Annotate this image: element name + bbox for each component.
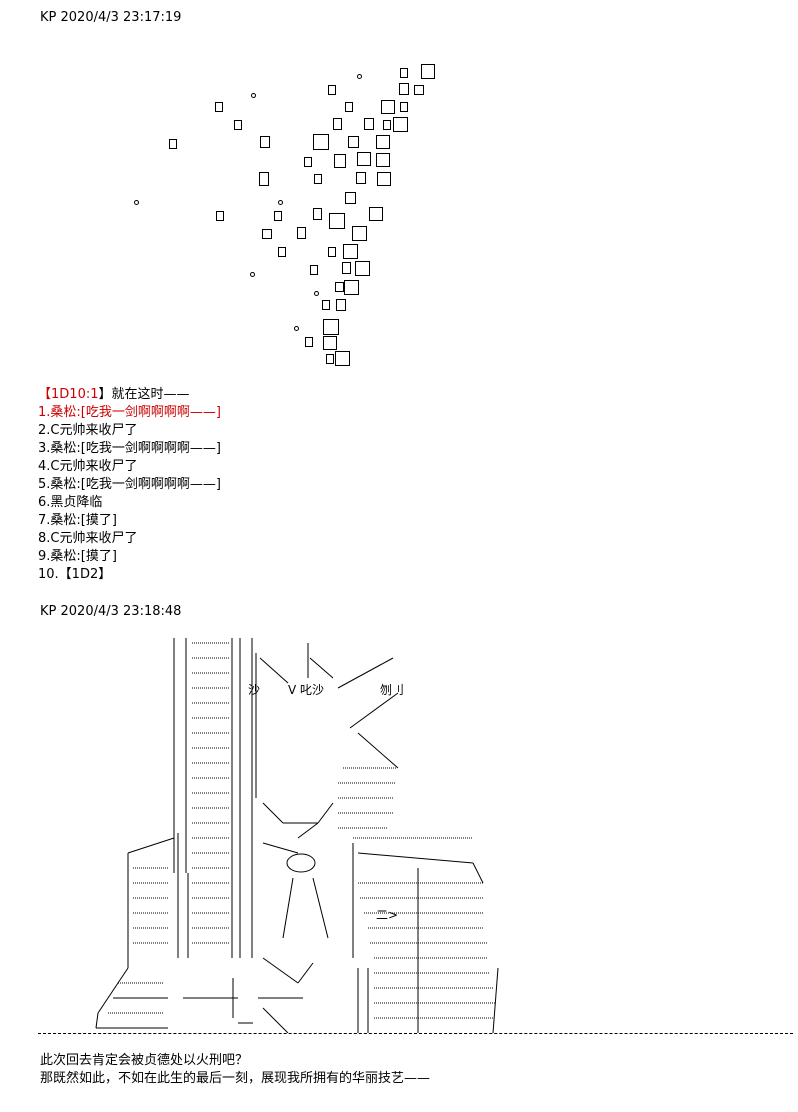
circle-mark <box>278 200 283 205</box>
square-mark <box>381 100 395 114</box>
closing-line: 此次回去肯定会被贞德处以火刑吧？ <box>40 1053 249 1068</box>
roll-option: 4.C元帅来收尸了 <box>38 459 138 474</box>
square-mark <box>399 83 409 95</box>
square-mark <box>352 226 367 241</box>
sfx-label: 沙 <box>248 683 261 697</box>
square-mark <box>400 68 408 78</box>
square-mark <box>216 211 224 221</box>
square-mark <box>260 136 270 148</box>
circle-mark <box>294 326 299 331</box>
square-mark <box>369 207 383 221</box>
square-mark <box>314 174 322 184</box>
dashed-divider <box>38 1033 793 1034</box>
square-mark <box>377 172 391 186</box>
circle-mark <box>357 74 362 79</box>
closing-line: 那既然如此，不如在此生的最后一刻，展现我所拥有的华丽技艺—— <box>40 1071 431 1086</box>
closing-text: 此次回去肯定会被贞德处以火刑吧？ 那既然如此，不如在此生的最后一刻，展现我所拥有… <box>40 1052 430 1088</box>
square-mark <box>329 213 345 229</box>
square-mark <box>421 64 435 79</box>
square-mark <box>313 134 329 150</box>
square-mark <box>355 261 370 276</box>
square-mark <box>414 85 424 95</box>
character-ascii-art: 沙 V 叱沙 刎刂 二> <box>88 638 508 1033</box>
square-mark <box>383 120 391 130</box>
roll-option: 5.桑松:[吃我一剑啊啊啊啊——] <box>38 477 221 492</box>
square-mark <box>348 136 359 148</box>
sfx-label: V 叱沙 <box>288 683 325 697</box>
square-mark <box>328 85 336 95</box>
square-mark <box>297 227 306 239</box>
square-mark <box>335 282 344 292</box>
roll-option: 3.桑松:[吃我一剑啊啊啊啊——] <box>38 441 221 456</box>
roll-bracket: 【 <box>38 387 52 402</box>
circle-mark <box>250 272 255 277</box>
square-mark <box>343 244 358 259</box>
post-header-1: KP 2020/4/3 23:17:19 <box>40 9 181 27</box>
post-author: KP <box>40 604 57 619</box>
circle-mark <box>251 93 256 98</box>
square-mark <box>304 157 312 167</box>
square-mark <box>336 299 346 311</box>
square-mark <box>310 265 318 275</box>
dice-roll-list: 【1D10:1】就在这时—— 1.桑松:[吃我一剑啊啊啊啊——] 2.C元帅来收… <box>38 386 221 584</box>
roll-option: 6.黑贞降临 <box>38 495 103 510</box>
square-mark <box>335 351 350 366</box>
square-mark <box>333 118 342 130</box>
post-author: KP <box>40 10 57 25</box>
square-mark <box>313 208 322 220</box>
square-mark <box>215 102 223 112</box>
square-mark <box>305 337 313 347</box>
circle-mark <box>314 291 319 296</box>
sfx-label: 刎刂 <box>380 683 405 697</box>
ascii-art-lines <box>95 638 499 1033</box>
square-mark <box>356 172 366 184</box>
square-mark <box>259 172 269 186</box>
square-mark <box>169 139 177 149</box>
roll-option: 10.【1D2】 <box>38 567 112 582</box>
square-mark <box>376 153 390 167</box>
roll-header-text: 】就在这时—— <box>98 387 190 402</box>
roll-option: 8.C元帅来收尸了 <box>38 531 138 546</box>
roll-dice: 1D10:1 <box>51 387 99 402</box>
arrow-label: 二> <box>376 908 399 922</box>
square-mark <box>326 354 334 364</box>
roll-option: 7.桑松:[摸了] <box>38 513 117 528</box>
square-mark <box>328 247 336 257</box>
square-mark <box>323 336 337 350</box>
post-header-2: KP 2020/4/3 23:18:48 <box>40 603 181 621</box>
roll-header: 【1D10:1】就在这时—— <box>38 386 221 404</box>
roll-option: 1.桑松:[吃我一剑啊啊啊啊——] <box>38 405 221 420</box>
square-mark <box>262 229 272 239</box>
square-mark <box>278 247 286 257</box>
square-mark <box>344 280 359 295</box>
square-mark <box>376 135 390 149</box>
square-mark <box>334 154 346 168</box>
square-mark <box>234 120 242 130</box>
square-mark <box>323 319 339 335</box>
square-mark <box>342 262 351 274</box>
roll-option: 9.桑松:[摸了] <box>38 549 117 564</box>
square-mark <box>345 102 353 112</box>
square-mark <box>393 117 408 132</box>
roll-option: 2.C元帅来收尸了 <box>38 423 138 438</box>
post-timestamp: 2020/4/3 23:17:19 <box>60 10 182 25</box>
square-mark <box>322 300 330 310</box>
square-mark <box>400 102 408 112</box>
square-mark <box>345 192 356 204</box>
square-mark <box>274 211 282 221</box>
post-timestamp: 2020/4/3 23:18:48 <box>60 604 182 619</box>
square-mark <box>357 152 371 166</box>
square-mark <box>364 118 374 130</box>
circle-mark <box>134 200 139 205</box>
